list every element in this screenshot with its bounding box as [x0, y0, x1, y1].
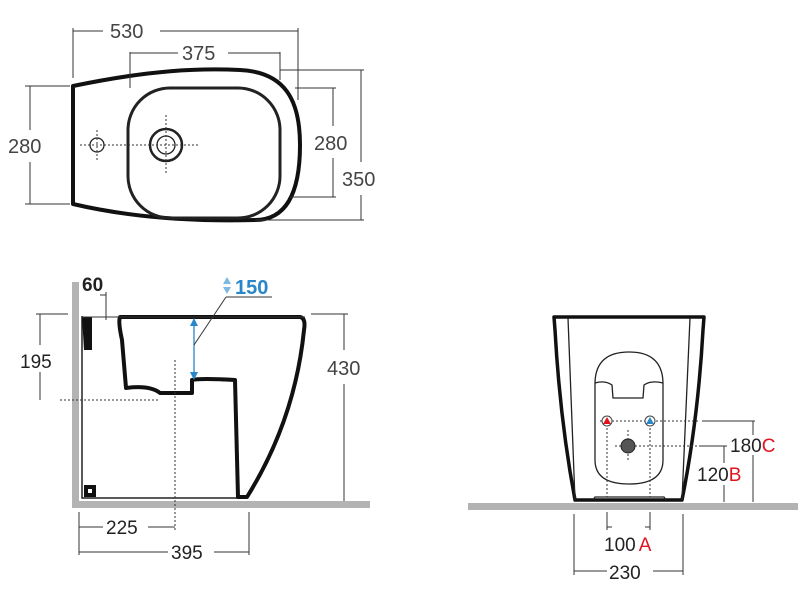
drain-outlet [620, 438, 636, 454]
front-panel [594, 351, 664, 485]
front-view-outline [552, 315, 706, 502]
side-view-outline [117, 315, 307, 499]
cold-water-icon [646, 417, 654, 424]
dim-depth-total: 350 [342, 169, 375, 191]
water-level-icon [223, 277, 231, 294]
supply-height-value: 180 [730, 436, 762, 457]
side-view: 60 150 195 430 225 395 [20, 275, 370, 564]
dim-fixing-distance: 395 [171, 543, 203, 564]
dim-drain-height: 195 [20, 352, 52, 373]
drain-height-value: 120 [697, 465, 729, 486]
supply-height-letter: C [762, 436, 776, 457]
supply-spacing-letter: A [639, 535, 652, 556]
dim-water-depth: 150 [235, 277, 268, 299]
hot-water-icon [603, 417, 611, 424]
dim-depth-left: 280 [8, 136, 41, 158]
dim-base-width: 230 [609, 563, 641, 584]
top-view-basin [126, 86, 282, 220]
dim-depth-basin: 280 [314, 133, 347, 155]
dim-width-basin: 375 [182, 43, 215, 65]
dim-total-height: 430 [327, 358, 360, 380]
dim-supply-height: 180C [730, 436, 775, 457]
drain-height-letter: B [729, 465, 742, 486]
wall [72, 282, 79, 508]
floor-side [72, 501, 370, 508]
supply-spacing-value: 100 [604, 535, 636, 556]
floor-front [468, 503, 798, 510]
top-view-outline [71, 67, 302, 223]
dim-drain-distance: 225 [106, 518, 138, 539]
dim-tap-offset: 60 [82, 275, 103, 296]
back-fixing [82, 317, 92, 350]
top-view: 530 375 280 280 350 [8, 21, 375, 223]
dim-drain-height-front: 120B [697, 465, 741, 486]
dim-width-total: 530 [110, 21, 143, 43]
